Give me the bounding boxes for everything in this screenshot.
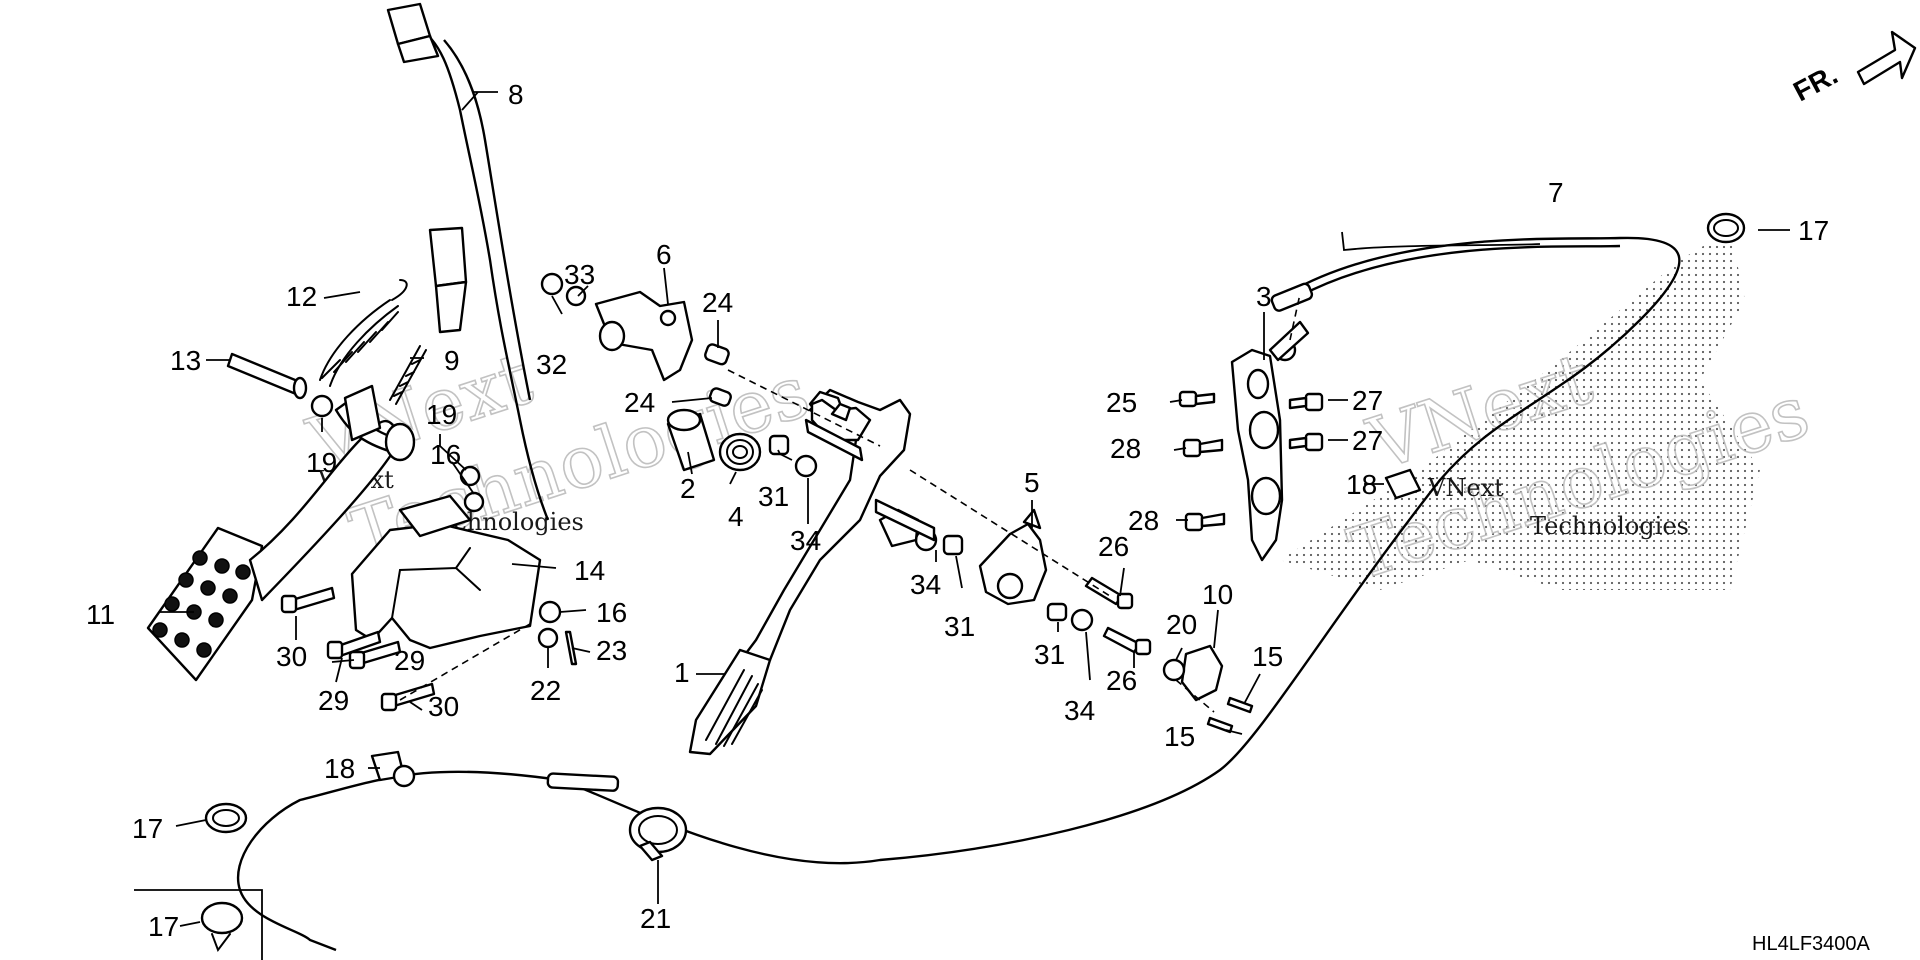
- bolt-26-lower: [1102, 626, 1142, 654]
- collar-31-middle: [942, 534, 964, 556]
- cotter-pin: [564, 630, 578, 666]
- callout-28a: 28: [1110, 433, 1141, 464]
- callout-numbers: 1 2 3 4 5 6 7 8 9 10 11 12 13 14 15 15 1…: [86, 79, 1829, 942]
- cable-band-center: [628, 806, 688, 862]
- callout-32: 32: [536, 349, 567, 380]
- callout-16a: 16: [430, 439, 461, 470]
- throttle-cable: [236, 236, 1681, 952]
- cable-clip-right: [1384, 468, 1422, 500]
- callout-34b: 34: [910, 569, 941, 600]
- callout-3: 3: [1256, 281, 1272, 312]
- collar-right: [459, 465, 481, 487]
- callout-26a: 26: [1098, 531, 1129, 562]
- collar-24-lower: [708, 387, 732, 407]
- callout-14: 14: [574, 555, 605, 586]
- callout-16b: 16: [596, 597, 627, 628]
- callout-27a: 27: [1352, 385, 1383, 416]
- front-direction-arrow: FR.: [1788, 30, 1917, 108]
- bolt-26-upper: [1084, 576, 1124, 606]
- callout-2: 2: [680, 473, 696, 504]
- washer-34-upper: [794, 454, 818, 478]
- callout-6: 6: [656, 239, 672, 270]
- nut-upper: [463, 491, 485, 513]
- callout-31c: 31: [1034, 639, 1065, 670]
- callout-12: 12: [286, 281, 317, 312]
- callout-21: 21: [640, 903, 671, 934]
- callout-30a: 30: [276, 641, 307, 672]
- callout-19a: 19: [306, 447, 337, 478]
- callout-18b: 18: [1346, 469, 1377, 500]
- watermark-small-4: Technologies: [1530, 512, 1689, 540]
- callout-22: 22: [530, 675, 561, 706]
- washer-lower: [537, 627, 559, 649]
- callout-17c: 17: [148, 911, 179, 942]
- callout-30b: 30: [428, 691, 459, 722]
- pivot-pin: [226, 352, 302, 396]
- cable-band-right: [1706, 212, 1746, 244]
- collar-31-lower: [1046, 602, 1068, 622]
- front-direction-label: FR.: [1788, 59, 1842, 108]
- callout-15b: 15: [1164, 721, 1195, 752]
- callout-18a: 18: [324, 753, 355, 784]
- callout-25: 25: [1106, 387, 1137, 418]
- o-ring: [1162, 658, 1186, 682]
- collar-left: [310, 394, 334, 418]
- callout-17a: 17: [1798, 215, 1829, 246]
- sensor-wire-harness: [417, 26, 550, 521]
- cable-band-left: [204, 802, 248, 834]
- callout-29b: 29: [318, 685, 349, 716]
- callout-24a: 24: [702, 287, 733, 318]
- callout-34c: 34: [1064, 695, 1095, 726]
- watermark-small-3: VNext: [1427, 474, 1504, 502]
- callout-5: 5: [1024, 467, 1040, 498]
- callout-20: 20: [1166, 609, 1197, 640]
- accelerator-pedal-pad: [688, 648, 772, 756]
- screw-15-lower: [1206, 716, 1234, 734]
- nut-32: [540, 272, 564, 296]
- nut-lower: [538, 600, 562, 624]
- washer-33: [565, 285, 587, 307]
- callout-9: 9: [444, 345, 460, 376]
- callout-15a: 15: [1252, 641, 1283, 672]
- callout-23: 23: [596, 635, 627, 666]
- cable-joint-holder: [1180, 644, 1224, 702]
- callout-26b: 26: [1106, 665, 1137, 696]
- washer-34-lower: [1070, 608, 1094, 632]
- mounting-bracket: [350, 522, 542, 650]
- small-spring: [389, 345, 427, 405]
- callout-19b: 19: [426, 399, 457, 430]
- callout-28b: 28: [1128, 505, 1159, 536]
- pedal-lever-arm: [248, 419, 402, 602]
- callout-17b: 17: [132, 813, 163, 844]
- accelerator-pedal-lever: [718, 388, 912, 702]
- callout-31b: 31: [944, 611, 975, 642]
- plate-bolts: [1178, 390, 1324, 532]
- drawing-code: HL4LF3400A: [1752, 933, 1871, 955]
- callout-leaders: [160, 91, 1790, 927]
- callout-13: 13: [170, 345, 201, 376]
- sensor-body: [428, 226, 468, 288]
- return-spring: [319, 279, 408, 387]
- collar-24-upper: [704, 343, 730, 366]
- callout-8: 8: [508, 79, 524, 110]
- pedal-bracket-lug: [343, 384, 382, 442]
- torsion-spring: [718, 432, 762, 472]
- callout-1: 1: [674, 657, 690, 688]
- bolts-left: [280, 586, 436, 712]
- callout-31a: 31: [758, 481, 789, 512]
- callout-29a: 29: [394, 645, 425, 676]
- callout-7: 7: [1548, 177, 1564, 208]
- callout-24b: 24: [624, 387, 655, 418]
- pedal-holder: [978, 522, 1048, 606]
- callout-34a: 34: [790, 525, 821, 556]
- pedal-grip-pads: [152, 550, 251, 658]
- callout-11: 11: [86, 599, 115, 630]
- screw-15-upper: [1226, 696, 1254, 714]
- callout-10: 10: [1202, 579, 1233, 610]
- callout-27b: 27: [1352, 425, 1383, 456]
- callout-33: 33: [564, 259, 595, 290]
- callout-4: 4: [728, 501, 744, 532]
- cable-band-bottom: [200, 901, 244, 953]
